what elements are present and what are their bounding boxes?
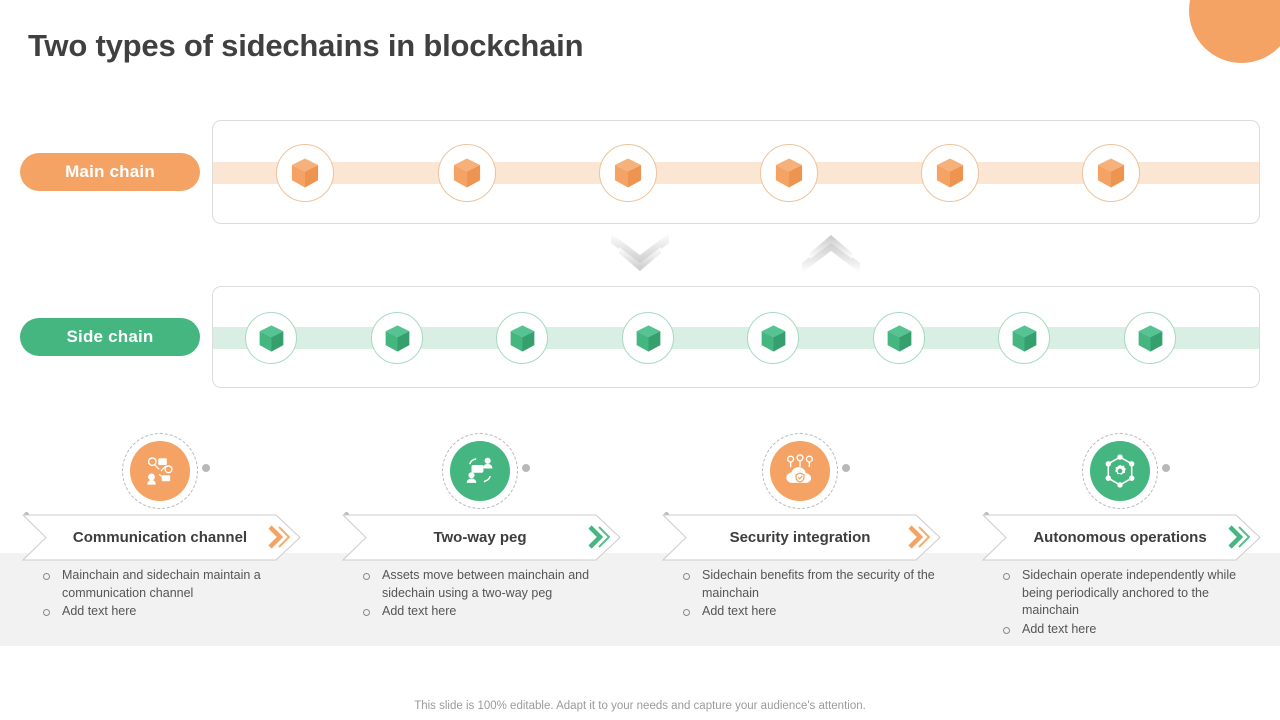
side-chain-node-2[interactable] (371, 312, 423, 364)
cube-icon (1095, 157, 1127, 189)
card-1-title: Communication channel (72, 529, 248, 546)
ring-dot-decoration (842, 464, 850, 472)
cube-icon (759, 324, 788, 353)
chevron-right-icon (266, 525, 290, 549)
cube-icon (508, 324, 537, 353)
card-3-bullet-2: Add text here (680, 603, 948, 621)
main-chain-badge: Main chain (20, 153, 200, 191)
side-chain-node-8[interactable] (1124, 312, 1176, 364)
cube-icon (885, 324, 914, 353)
dashed-ring-decoration (762, 433, 838, 509)
page-title: Two types of sidechains in blockchain (28, 28, 584, 63)
chevron-right-icon (906, 525, 930, 549)
footer-note: This slide is 100% editable. Adapt it to… (414, 700, 866, 712)
card-1-bullet-2: Add text here (40, 603, 308, 621)
cube-icon (451, 157, 483, 189)
dashed-ring-decoration (122, 433, 198, 509)
cube-icon (257, 324, 286, 353)
chevron-right-icon (586, 525, 610, 549)
ring-dot-decoration (522, 464, 530, 472)
cube-icon (383, 324, 412, 353)
card-1-bullet-1: Mainchain and sidechain maintain a commu… (40, 567, 308, 602)
main-chain-panel (212, 120, 1260, 224)
card-2-bullet-1: Assets move between mainchain and sidech… (360, 567, 628, 602)
cube-icon (773, 157, 805, 189)
network-gear-icon[interactable] (1090, 441, 1150, 501)
side-chain-badge: Side chain (20, 318, 200, 356)
main-chain-node-3[interactable] (599, 144, 657, 202)
dashed-ring-decoration (442, 433, 518, 509)
side-chain-track (213, 327, 1259, 349)
cube-icon (634, 324, 663, 353)
card-2-bullets: Assets move between mainchain and sidech… (360, 567, 628, 622)
card-4-banner[interactable]: Autonomous operations (982, 514, 1262, 561)
decorative-corner-circle (1189, 0, 1280, 63)
cube-icon (612, 157, 644, 189)
card-4-title: Autonomous operations (1033, 529, 1207, 546)
bullets-background-band (0, 553, 1280, 646)
dashed-ring-decoration (1082, 433, 1158, 509)
card-2-icon-wrap (442, 433, 530, 509)
chevron-up-icon (800, 231, 862, 275)
card-3-bullet-1: Sidechain benefits from the security of … (680, 567, 948, 602)
card-2-banner[interactable]: Two-way peg (342, 514, 622, 561)
side-chain-node-7[interactable] (998, 312, 1050, 364)
ring-dot-decoration (1162, 464, 1170, 472)
chevron-right-icon (1226, 525, 1250, 549)
two-way-exchange-icon[interactable] (450, 441, 510, 501)
side-chain-node-3[interactable] (496, 312, 548, 364)
cube-icon (1010, 324, 1039, 353)
side-chain-node-4[interactable] (622, 312, 674, 364)
main-chain-node-1[interactable] (276, 144, 334, 202)
card-3-icon-wrap (762, 433, 850, 509)
cube-icon (289, 157, 321, 189)
card-2-bullet-2: Add text here (360, 603, 628, 621)
card-2-title: Two-way peg (433, 529, 527, 546)
card-3-bullets: Sidechain benefits from the security of … (680, 567, 948, 622)
cube-icon (1136, 324, 1165, 353)
main-chain-node-4[interactable] (760, 144, 818, 202)
side-chain-node-6[interactable] (873, 312, 925, 364)
card-3-banner[interactable]: Security integration (662, 514, 942, 561)
cloud-security-icon[interactable] (770, 441, 830, 501)
main-chain-node-2[interactable] (438, 144, 496, 202)
main-chain-node-6[interactable] (1082, 144, 1140, 202)
card-4-icon-wrap (1082, 433, 1170, 509)
card-4-bullet-1: Sidechain operate independently while be… (1000, 567, 1268, 620)
card-1-bullets: Mainchain and sidechain maintain a commu… (40, 567, 308, 622)
chevron-down-icon (609, 231, 671, 275)
card-4-bullet-2: Add text here (1000, 621, 1268, 639)
card-3-title: Security integration (729, 529, 871, 546)
side-chain-node-1[interactable] (245, 312, 297, 364)
main-chain-node-5[interactable] (921, 144, 979, 202)
side-chain-panel (212, 286, 1260, 388)
card-1-icon-wrap (122, 433, 210, 509)
ring-dot-decoration (202, 464, 210, 472)
cube-icon (934, 157, 966, 189)
side-chain-node-5[interactable] (747, 312, 799, 364)
communication-network-icon[interactable] (130, 441, 190, 501)
card-4-bullets: Sidechain operate independently while be… (1000, 567, 1268, 639)
main-chain-label: Main chain (65, 162, 155, 181)
card-1-banner[interactable]: Communication channel (22, 514, 302, 561)
side-chain-label: Side chain (66, 327, 154, 346)
